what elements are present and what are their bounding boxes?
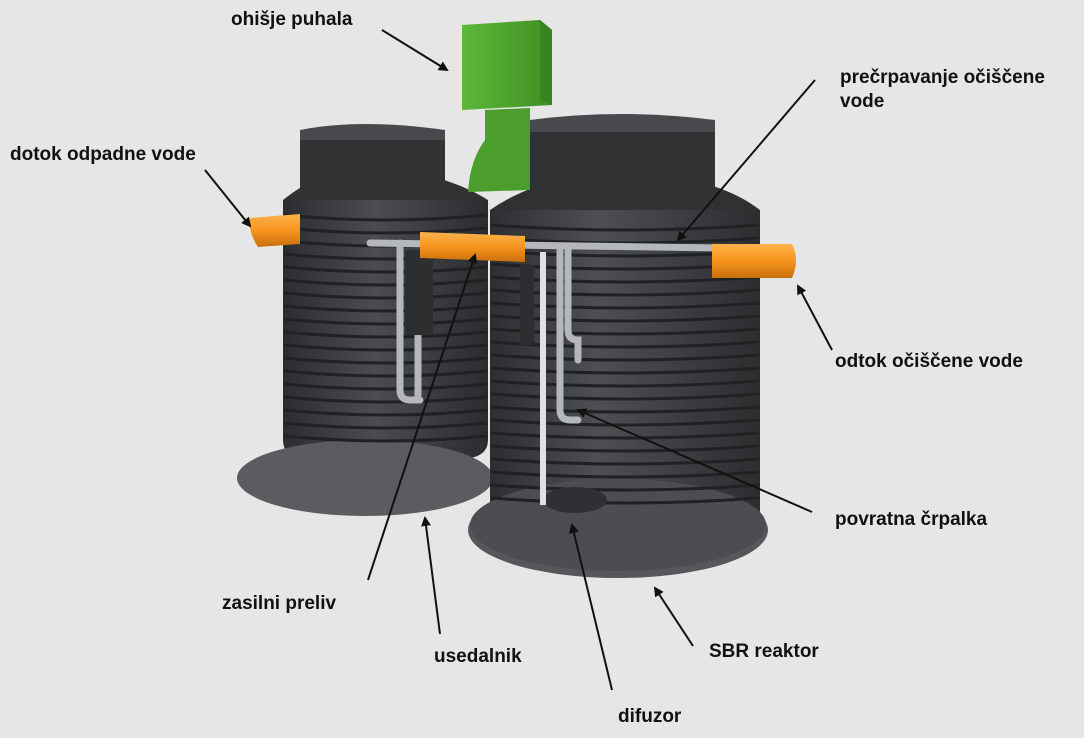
tank-rib <box>283 317 488 326</box>
label-emergency-overflow: zasilni preliv <box>222 593 337 614</box>
label-return-pump: povratna črpalka <box>835 509 988 530</box>
tank-rib <box>490 496 760 505</box>
tank-rib <box>283 421 488 430</box>
tank-rib <box>283 434 488 443</box>
tank-rib <box>283 278 488 287</box>
tank-rib <box>283 382 488 391</box>
tank-rib <box>490 444 760 453</box>
arrow-blower-housing <box>381 29 449 72</box>
tank-rib <box>490 483 760 492</box>
tank-rib <box>490 353 760 362</box>
tank-rib <box>490 223 760 232</box>
blower-housing-illustration <box>462 20 552 192</box>
tank-rib <box>283 226 488 235</box>
outflow-pipe <box>712 244 796 278</box>
arrow-wastewater-inflow <box>204 169 252 228</box>
tank-rib <box>283 408 488 417</box>
label-wastewater-inflow: dotok odpadne vode <box>10 144 196 165</box>
tank-rib <box>490 379 760 388</box>
arrow-sbr-reactor <box>653 586 694 647</box>
label-blower-housing: ohišje puhala <box>231 9 353 30</box>
leader-arrows <box>204 29 833 691</box>
orange-pipes <box>249 214 796 278</box>
tank-rib <box>490 405 760 414</box>
tank-rib <box>283 330 488 339</box>
diffuser-disc <box>543 487 607 513</box>
tank-rib <box>283 265 488 274</box>
label-sbr-reactor: SBR reaktor <box>709 641 819 662</box>
tank-rib <box>490 366 760 375</box>
overflow-pipe <box>420 232 525 262</box>
tank-rib <box>490 392 760 401</box>
tank-rib <box>490 418 760 427</box>
label-clean-water-pumping: prečrpavanje očiščene vode <box>840 67 1045 112</box>
label-diffuser: difuzor <box>618 706 682 727</box>
tank-rib <box>283 213 488 222</box>
arrow-clean-water-outflow <box>797 284 833 351</box>
tank-rib <box>283 343 488 352</box>
tank-rib <box>283 356 488 365</box>
pump-box-right <box>520 265 534 345</box>
settling-tank-illustration <box>237 124 493 516</box>
tank-rib <box>283 304 488 313</box>
tank-rib <box>490 457 760 466</box>
arrow-return-pump <box>576 408 813 513</box>
arrow-emergency-overflow <box>367 253 478 581</box>
inflow-pipe <box>249 214 300 247</box>
tank-rib <box>283 395 488 404</box>
tank-rib <box>283 369 488 378</box>
arrow-settling-tank <box>421 516 441 635</box>
arrow-diffuser <box>569 523 613 691</box>
pump-box-left <box>405 250 433 335</box>
tank-rib <box>490 431 760 440</box>
label-settling-tank: usedalnik <box>434 646 522 667</box>
arrow-clean-water-pumping <box>676 79 816 242</box>
tank-rib <box>490 236 760 245</box>
label-clean-water-outflow: odtok očiščene vode <box>835 351 1023 372</box>
settling-tank-ribs <box>283 213 488 443</box>
